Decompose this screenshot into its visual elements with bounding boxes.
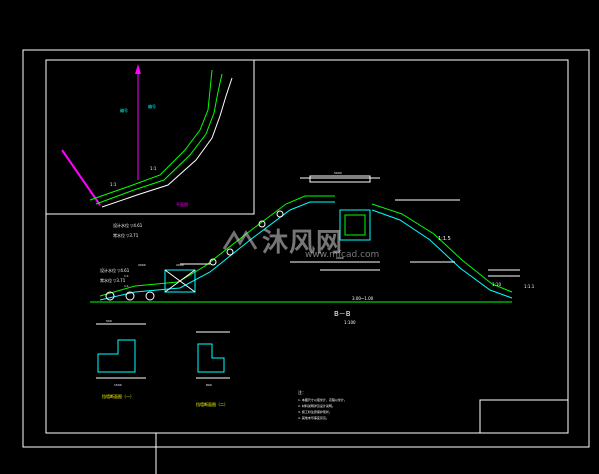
svg-text:编号: 编号: [120, 107, 128, 113]
svg-text:注：: 注：: [298, 389, 306, 395]
svg-text:1:1: 1:1: [110, 182, 117, 187]
svg-text:3. 施工时注意保护现状。: 3. 施工时注意保护现状。: [298, 409, 332, 414]
design-notes: 设计水位 ▽4.61 常水位 ▽3.71 设计水位 ▽4.61 常水位 ▽3.7…: [100, 222, 143, 283]
slope-label-right-lower: 1:10: [492, 282, 501, 287]
dim-mid: 2000: [336, 256, 344, 260]
dim-a: 500: [106, 319, 112, 323]
grade-bottom-label: 3.00~1.00: [352, 296, 374, 301]
svg-text:常水位 ▽3.71: 常水位 ▽3.71: [100, 277, 126, 283]
mark-a: 1:1: [124, 274, 129, 278]
detail-left: 挡墙断面图（一）: [96, 323, 146, 399]
notes: 注： 1. 本图尺寸以毫米计，高程以米计。 2. 材料说明详见设计说明。 3. …: [298, 389, 347, 420]
watermark-text: 沐风网: [262, 228, 344, 258]
svg-text:挡墙断面图（二）: 挡墙断面图（二）: [196, 401, 228, 407]
svg-text:4. 其他未尽事宜另见。: 4. 其他未尽事宜另见。: [298, 415, 329, 420]
title-block: [479, 399, 569, 434]
watermark-logo-icon: [222, 229, 258, 250]
dim-left2: 2000: [176, 263, 184, 267]
left-slope-inner: [99, 195, 335, 297]
bottom-slope-label: 1:1.1: [524, 284, 535, 289]
slope-label-top-right: 1:1.5: [438, 236, 451, 242]
svg-text:1:1: 1:1: [150, 166, 157, 171]
svg-text:挡墙断面图（一）: 挡墙断面图（一）: [102, 393, 134, 399]
watermark-url: www.mfcad.com: [305, 250, 380, 260]
svg-text:2. 材料说明详见设计说明。: 2. 材料说明详见设计说明。: [298, 403, 335, 408]
section-scale: 1:100: [344, 320, 356, 325]
svg-text:编号: 编号: [148, 103, 156, 109]
dim-left: 2000: [138, 263, 146, 267]
dim-top: 5000: [334, 171, 342, 175]
detail-right: 挡墙断面图（二）: [196, 331, 230, 407]
svg-text:平面图: 平面图: [176, 201, 188, 207]
svg-text:设计水位 ▽4.61: 设计水位 ▽4.61: [100, 267, 130, 273]
right-slope-inner: [371, 203, 513, 293]
dim-c: 800: [206, 383, 212, 387]
watermark: 沐风网: [222, 222, 343, 259]
mark-b: 1:1: [124, 284, 129, 288]
main-section: [90, 175, 520, 303]
right-slope-outer: [371, 209, 513, 299]
inset-plan-view: 编号 编号 平面图 1:1 1:1: [61, 64, 233, 208]
outer-frame: [22, 49, 590, 448]
svg-text:1. 本图尺寸以毫米计，高程以米计。: 1. 本图尺寸以毫米计，高程以米计。: [298, 397, 347, 402]
dim-b: 1500: [114, 383, 122, 387]
svg-text:常水位 ▽3.71: 常水位 ▽3.71: [113, 232, 139, 238]
inset-plan-frame: [45, 59, 255, 215]
inner-frame: [45, 59, 569, 434]
section-title: B－B: [334, 310, 351, 318]
svg-text:设计水位 ▽4.61: 设计水位 ▽4.61: [113, 222, 143, 228]
left-slope-outer: [99, 201, 335, 301]
